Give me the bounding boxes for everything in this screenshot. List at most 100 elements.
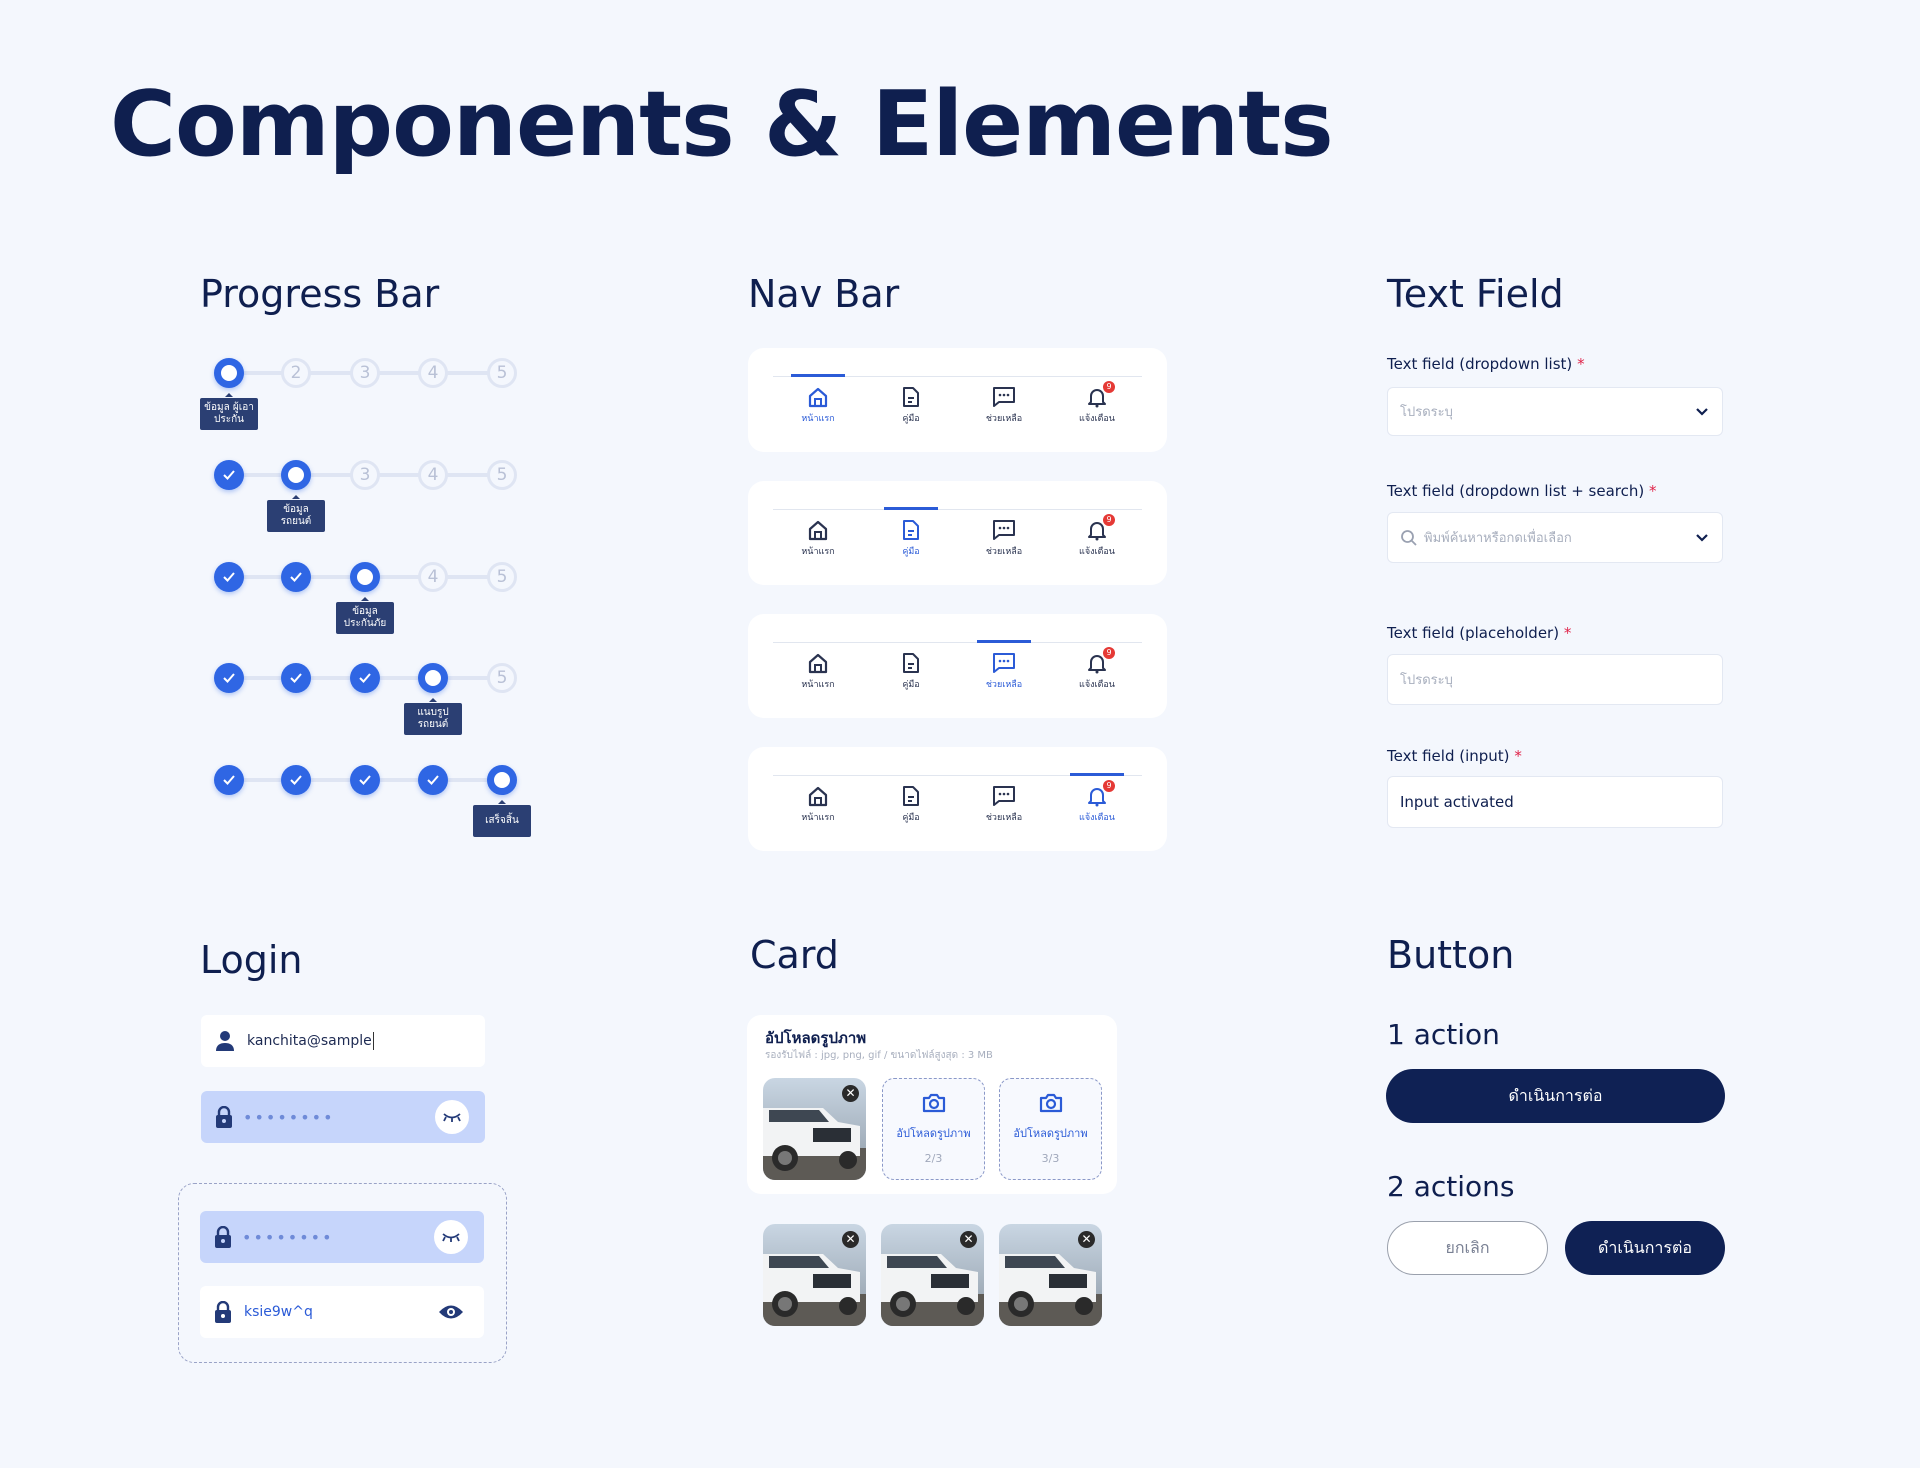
step-pending: 4 (418, 562, 448, 592)
step-done-check-icon (281, 765, 311, 795)
nav-item-document[interactable]: คู่มือ (871, 775, 951, 824)
step-tooltip: เสร็จสิ้น (473, 800, 531, 837)
step-done-check-icon (350, 765, 380, 795)
step-done-check-icon (418, 765, 448, 795)
step-tooltip: ข้อมูล ผู้เอาประกัน (200, 393, 258, 430)
lock-icon (215, 1301, 231, 1323)
lock-icon (216, 1106, 232, 1128)
upload-slot[interactable]: อัปโหลดรูปภาพ 2/3 (882, 1078, 985, 1180)
input-field[interactable]: Input activated (1387, 776, 1723, 828)
nav-divider (773, 642, 1142, 643)
step-current (214, 358, 244, 388)
one-action-label: 1 action (1387, 1018, 1500, 1051)
step-pending: 5 (487, 663, 517, 693)
step-connector (433, 575, 502, 579)
remove-image-close-icon[interactable]: ✕ (1078, 1231, 1095, 1248)
eye-closed-icon[interactable] (435, 1100, 469, 1134)
password-masked: •••••••• (242, 1227, 334, 1247)
placeholder-text: โปรดระบุ (1400, 673, 1453, 688)
password-field-hidden[interactable]: •••••••• (200, 1211, 484, 1263)
nav-divider (773, 775, 1142, 776)
step-current (418, 663, 448, 693)
upload-slot-label: อัปโหลดรูปภาพ (896, 1127, 971, 1140)
home-icon (778, 519, 858, 541)
chevron-down-icon (1696, 533, 1708, 542)
step-tooltip: ข้อมูล รถยนต์ (267, 495, 325, 532)
continue-button[interactable]: ดำเนินการต่อ (1386, 1069, 1725, 1123)
cancel-button[interactable]: ยกเลิก (1387, 1221, 1548, 1275)
step-done-check-icon (281, 663, 311, 693)
active-indicator (791, 374, 845, 377)
nav-item-document[interactable]: คู่มือ (871, 376, 951, 425)
step-done-check-icon (281, 562, 311, 592)
eye-open-icon[interactable] (434, 1295, 468, 1329)
upload-slot-count: 2/3 (924, 1152, 943, 1165)
nav-item-chat[interactable]: ช่วยเหลือ (964, 509, 1044, 558)
nav-item-home[interactable]: หน้าแรก (778, 374, 858, 425)
step-connector (229, 778, 296, 782)
text-field-heading: Text Field (1387, 272, 1564, 316)
chat-icon (964, 519, 1044, 541)
step-connector (365, 575, 433, 579)
document-icon (871, 785, 951, 807)
step-tooltip: ข้อมูล ประกันภัย (336, 597, 394, 634)
step-connector (296, 778, 365, 782)
nav-item-chat[interactable]: ช่วยเหลือ (964, 640, 1044, 691)
bell-icon (1057, 519, 1137, 541)
nav-item-chat[interactable]: ช่วยเหลือ (964, 376, 1044, 425)
step-pending: 3 (350, 358, 380, 388)
eye-closed-icon[interactable] (434, 1220, 468, 1254)
password-field[interactable]: •••••••• (201, 1091, 485, 1143)
uploaded-car-image: ✕ (763, 1078, 866, 1180)
nav-item-document[interactable]: คู่มือ (871, 642, 951, 691)
email-value: kanchita@sample (247, 1033, 372, 1049)
camera-icon (1039, 1093, 1063, 1116)
placeholder-field[interactable]: โปรดระบุ (1387, 654, 1723, 705)
continue-button-secondary[interactable]: ดำเนินการต่อ (1565, 1221, 1725, 1275)
nav-divider (773, 376, 1142, 377)
nav-item-chat[interactable]: ช่วยเหลือ (964, 775, 1044, 824)
dropdown-search-placeholder: พิมพ์ค้นหาหรือกดเพื่อเลือก (1424, 531, 1572, 546)
car-image: ✕ (999, 1224, 1102, 1326)
two-actions-label: 2 actions (1387, 1170, 1515, 1203)
step-done-check-icon (214, 562, 244, 592)
remove-image-close-icon[interactable]: ✕ (842, 1085, 859, 1102)
remove-image-close-icon[interactable]: ✕ (960, 1231, 977, 1248)
step-connector (296, 473, 365, 477)
step-current (281, 460, 311, 490)
step-pending: 3 (350, 460, 380, 490)
home-icon (778, 785, 858, 807)
nav-item-label: คู่มือ (902, 813, 920, 823)
document-icon (871, 386, 951, 408)
email-field[interactable]: kanchita@sample (201, 1015, 485, 1067)
step-connector (296, 371, 365, 375)
nav-item-home[interactable]: หน้าแรก (778, 775, 858, 824)
nav-item-document[interactable]: คู่มือ (871, 507, 951, 558)
step-connector (365, 473, 433, 477)
password-field-revealed[interactable]: ksie9w^q (200, 1286, 484, 1338)
user-icon (216, 1031, 234, 1051)
document-icon (871, 652, 951, 674)
step-done-check-icon (350, 663, 380, 693)
dropdown-search-field[interactable]: พิมพ์ค้นหาหรือกดเพื่อเลือก (1387, 512, 1723, 563)
step-current (487, 765, 517, 795)
chevron-down-icon (1696, 407, 1708, 416)
placeholder-label: Text field (placeholder) * (1387, 624, 1572, 642)
active-indicator (1070, 773, 1124, 776)
bell-icon (1057, 652, 1137, 674)
nav-item-label: ช่วยเหลือ (985, 680, 1023, 690)
remove-image-close-icon[interactable]: ✕ (842, 1231, 859, 1248)
upload-card-subtitle: รองรับไฟล์ : jpg, png, gif / ขนาดไฟล์สูง… (765, 1050, 993, 1061)
step-done-check-icon (214, 663, 244, 693)
nav-item-home[interactable]: หน้าแรก (778, 509, 858, 558)
nav-item-home[interactable]: หน้าแรก (778, 642, 858, 691)
text-cursor (372, 1032, 374, 1050)
dropdown-field[interactable]: โปรดระบุ (1387, 387, 1723, 436)
notification-badge: 9 (1103, 780, 1115, 792)
